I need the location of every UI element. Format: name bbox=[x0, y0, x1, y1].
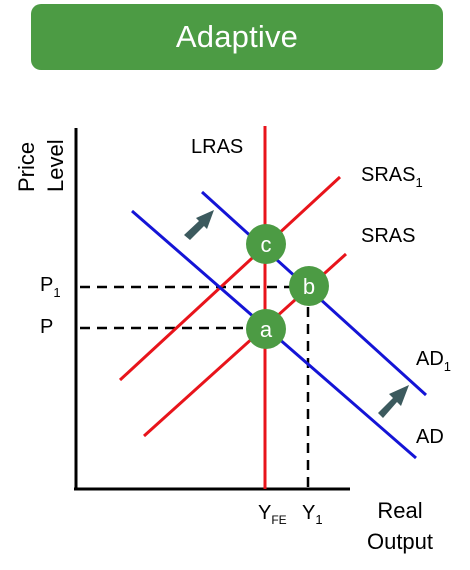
shift-arrows bbox=[184, 210, 409, 418]
curve-labels: LRAS SRAS1 SRAS AD1 AD bbox=[191, 136, 451, 448]
p-tick-label: P bbox=[40, 316, 53, 338]
sras1-label: SRAS1 bbox=[361, 164, 423, 190]
y1-tick-label: Y1 bbox=[302, 502, 323, 527]
x-axis-title-line1: Real bbox=[377, 498, 422, 523]
y-axis-title: Price Level bbox=[14, 139, 68, 192]
x-axis-title: Real Output bbox=[367, 498, 433, 554]
tick-labels: P1 P YFE Y1 bbox=[40, 274, 323, 527]
point-a: a bbox=[246, 309, 286, 349]
sras1-label-base: SRAS bbox=[361, 164, 415, 186]
point-b-label: b bbox=[303, 274, 315, 299]
y1-tick-base: Y bbox=[302, 502, 315, 524]
upper-shift-arrow-icon bbox=[184, 210, 214, 240]
axes bbox=[74, 128, 350, 491]
title-banner: Adaptive bbox=[31, 4, 443, 70]
sras1-line bbox=[118, 175, 342, 382]
ad-label: AD bbox=[416, 426, 444, 448]
y-axis-title-line2: Level bbox=[43, 139, 68, 192]
point-c-label: c bbox=[261, 232, 272, 257]
yfe-tick-base: Y bbox=[258, 502, 271, 524]
dashed-guides bbox=[80, 285, 310, 487]
point-a-label: a bbox=[260, 317, 273, 342]
point-c-marker bbox=[246, 224, 286, 264]
lower-shift-arrow-icon bbox=[378, 385, 409, 418]
yfe-tick-label: YFE bbox=[258, 502, 287, 527]
p1-tick-label: P1 bbox=[40, 274, 61, 300]
sras1-label-sub: 1 bbox=[415, 175, 422, 190]
point-b-marker bbox=[289, 266, 329, 306]
equilibrium-points: c b a bbox=[246, 224, 329, 349]
lras-label: LRAS bbox=[191, 136, 243, 158]
ad1-label-base: AD bbox=[416, 348, 444, 370]
ad1-label: AD1 bbox=[416, 348, 451, 374]
p1-tick-sub: 1 bbox=[53, 285, 60, 300]
sras-label: SRAS bbox=[361, 225, 415, 247]
y-axis-title-line1: Price bbox=[14, 142, 39, 192]
point-c: c bbox=[246, 224, 286, 264]
p1-tick-base: P bbox=[40, 274, 53, 296]
yfe-tick-sub: FE bbox=[271, 513, 286, 527]
x-axis-title-line2: Output bbox=[367, 529, 433, 554]
banner-title: Adaptive bbox=[175, 19, 299, 54]
supply-curves bbox=[118, 126, 348, 489]
y1-tick-sub: 1 bbox=[315, 512, 322, 527]
point-a-marker bbox=[246, 309, 286, 349]
point-b: b bbox=[289, 266, 329, 306]
ad1-label-sub: 1 bbox=[444, 359, 451, 374]
